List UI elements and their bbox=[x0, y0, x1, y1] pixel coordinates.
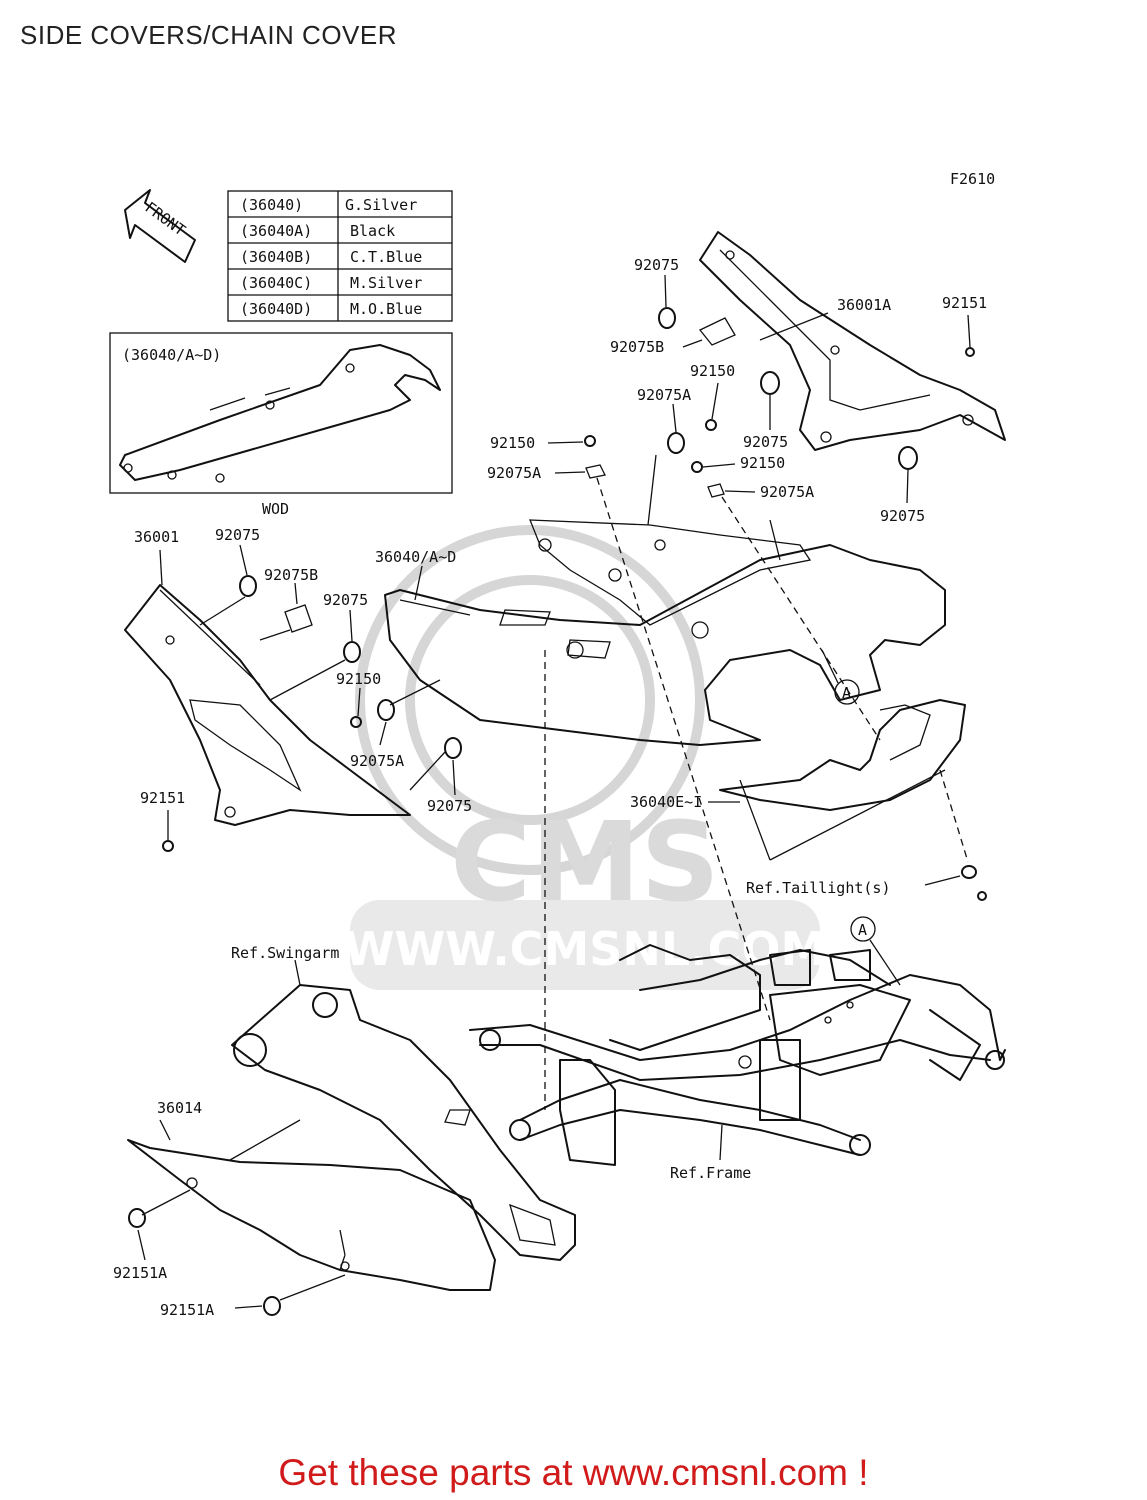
figure-code: F2610 bbox=[950, 170, 995, 188]
color-code: (36040C) bbox=[240, 274, 312, 292]
inset-box: (36040/A~D) WOD bbox=[109, 332, 453, 518]
part-label: 36040E~I bbox=[630, 793, 702, 811]
part-label: 92150 bbox=[740, 454, 785, 472]
part-label: 92150 bbox=[490, 434, 535, 452]
page-title: SIDE COVERS/CHAIN COVER bbox=[20, 20, 398, 50]
color-code: (36040A) bbox=[240, 222, 312, 240]
front-arrow-icon: FRONT bbox=[124, 189, 196, 263]
watermark: CMS WWW.CMSNL.COM bbox=[344, 525, 827, 990]
part-label: 92075 bbox=[743, 433, 788, 451]
part-label: 92075 bbox=[215, 526, 260, 544]
color-name: G.Silver bbox=[345, 196, 417, 214]
part-36040-seat-cowl bbox=[384, 519, 946, 746]
part-label: 92151 bbox=[942, 294, 987, 312]
dashed-lines bbox=[544, 454, 969, 1110]
marker-a-icon: A bbox=[850, 916, 901, 986]
part-label: 92075A bbox=[350, 752, 404, 770]
part-label: 92150 bbox=[336, 670, 381, 688]
color-name: M.Silver bbox=[350, 274, 422, 292]
part-36001-side-cover bbox=[124, 584, 411, 826]
part-label: 36040/A~D bbox=[375, 548, 456, 566]
part-label: 92151A bbox=[160, 1301, 214, 1319]
part-label: Ref.Taillight(s) bbox=[746, 879, 891, 897]
color-name: M.O.Blue bbox=[350, 300, 422, 318]
part-label: 92150 bbox=[690, 362, 735, 380]
part-label: 36001A bbox=[837, 296, 891, 314]
marker-a-icon: A bbox=[821, 649, 860, 705]
part-label: 92075 bbox=[427, 797, 472, 815]
watermark-url: WWW.CMSNL.COM bbox=[344, 922, 827, 976]
part-label: 92151A bbox=[113, 1264, 167, 1282]
leader-lines bbox=[137, 274, 971, 1309]
part-36014-chain-cover bbox=[127, 1139, 496, 1291]
part-label: 92075B bbox=[264, 566, 318, 584]
color-code: (36040B) bbox=[240, 248, 312, 266]
part-36001A-cover bbox=[699, 231, 1006, 451]
part-label: 92075 bbox=[634, 256, 679, 274]
part-label: 92075 bbox=[323, 591, 368, 609]
color-code: (36040) bbox=[240, 196, 303, 214]
part-label: 92151 bbox=[140, 789, 185, 807]
color-table: (36040) G.Silver (36040A) Black (36040B)… bbox=[227, 190, 453, 322]
front-label: FRONT bbox=[142, 198, 189, 239]
part-label: 92075A bbox=[760, 483, 814, 501]
part-label: 92075B bbox=[610, 338, 664, 356]
part-labels: 92075 36001A 92151 92075B 92150 92075A 9… bbox=[113, 256, 987, 1319]
inset-caption: WOD bbox=[262, 500, 289, 518]
part-label: 92075A bbox=[487, 464, 541, 482]
marker-a-label: A bbox=[858, 921, 867, 939]
part-swingarm bbox=[231, 984, 576, 1261]
part-label: 92075 bbox=[880, 507, 925, 525]
part-36040EI-panel bbox=[719, 699, 966, 811]
part-label: 36001 bbox=[134, 528, 179, 546]
inset-label: (36040/A~D) bbox=[122, 346, 221, 364]
watermark-brand: CMS bbox=[450, 798, 719, 926]
color-code: (36040D) bbox=[240, 300, 312, 318]
color-name: C.T.Blue bbox=[350, 248, 422, 266]
marker-a-label: A bbox=[842, 684, 851, 702]
part-label: Ref.Swingarm bbox=[231, 944, 339, 962]
part-label: Ref.Frame bbox=[670, 1164, 751, 1182]
part-label: 92075A bbox=[637, 386, 691, 404]
footer-link[interactable]: Get these parts at www.cmsnl.com ! bbox=[278, 1452, 869, 1493]
part-frame bbox=[469, 944, 1006, 1166]
color-name: Black bbox=[350, 222, 395, 240]
fastener-icons bbox=[128, 307, 987, 1316]
part-label: 36014 bbox=[157, 1099, 202, 1117]
